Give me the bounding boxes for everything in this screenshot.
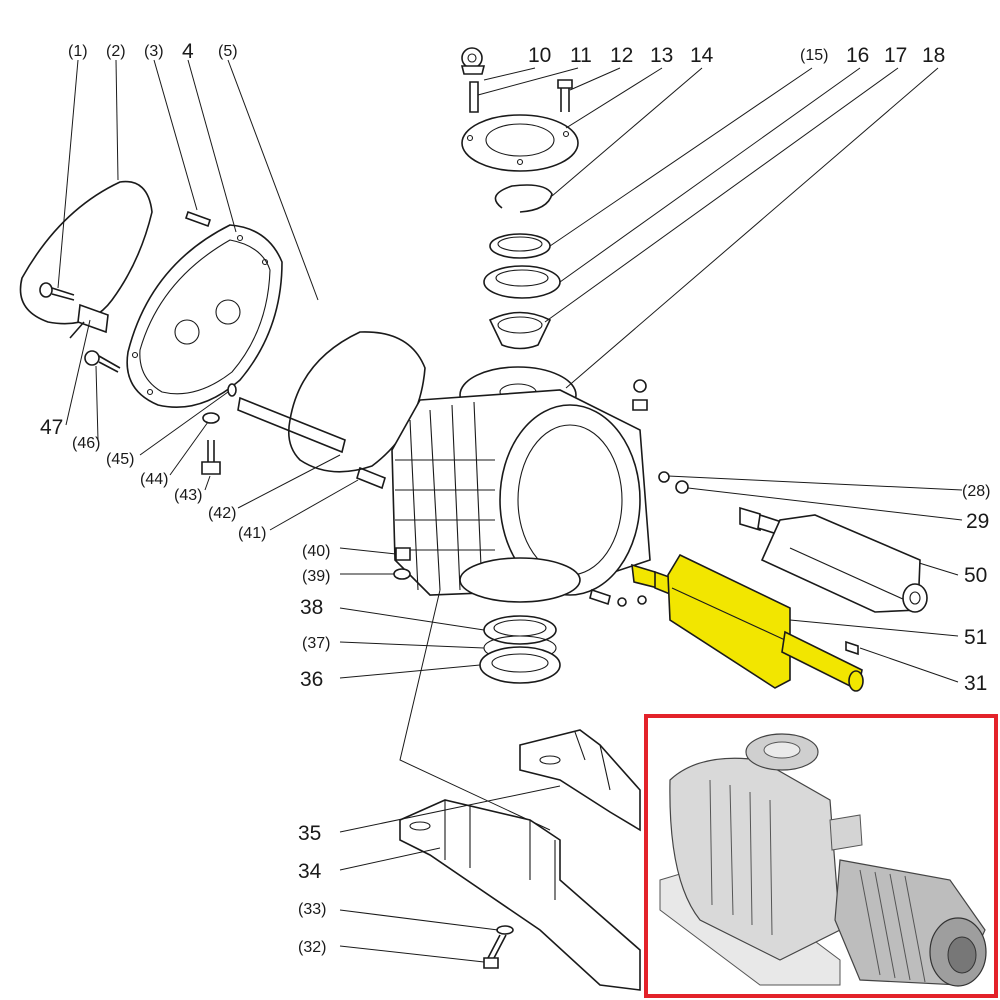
label-4: 4	[182, 40, 194, 63]
sleeve	[356, 466, 386, 490]
label-14: 14	[690, 44, 714, 67]
label-11: 11	[570, 44, 592, 67]
label-15: (15)	[800, 47, 828, 64]
label-13: 13	[650, 44, 673, 67]
label-17: 17	[884, 44, 907, 67]
label-35: 35	[298, 822, 321, 845]
nut-40	[395, 547, 411, 561]
side-gasket	[287, 331, 426, 473]
label-37: (37)	[302, 635, 330, 652]
eyebolt	[460, 47, 486, 75]
base-frame	[339, 729, 641, 991]
label-12: 12	[610, 44, 633, 67]
label-10: 10	[528, 44, 551, 67]
label-40: (40)	[302, 543, 330, 560]
rotor-51-highlighted	[631, 553, 864, 692]
stud	[469, 81, 479, 113]
label-39: (39)	[302, 568, 330, 585]
rotor-50	[739, 506, 928, 613]
washer-28	[658, 471, 670, 483]
pump-housing	[339, 379, 963, 831]
label-28: (28)	[962, 483, 990, 500]
plug-29	[675, 480, 689, 494]
label-16: 16	[846, 44, 869, 67]
label-45: (45)	[106, 451, 134, 468]
washer-33	[496, 925, 514, 935]
hex-screw	[84, 350, 121, 373]
label-2: (2)	[106, 43, 126, 60]
label-3: (3)	[144, 43, 164, 60]
label-34: 34	[298, 860, 322, 883]
inlet-flange-assembly	[459, 47, 939, 424]
label-43: (43)	[174, 487, 202, 504]
part-number-labels: (1) (2) (3) 4 (5) 10 11 12 13 14 (15) 16…	[40, 40, 990, 956]
end-cover-plate	[126, 224, 283, 408]
washer-39	[393, 568, 411, 580]
key-31	[845, 640, 859, 656]
assembled-pump-inset	[644, 714, 998, 998]
circlip	[494, 184, 553, 213]
guide-rod	[237, 396, 346, 454]
label-1: (1)	[68, 43, 88, 60]
label-50: 50	[964, 564, 987, 587]
label-31: 31	[964, 672, 987, 695]
label-41: (41)	[238, 525, 266, 542]
bolt-32	[483, 934, 507, 969]
label-47: 47	[40, 416, 63, 439]
label-44: (44)	[140, 471, 168, 488]
inlet-screen	[488, 311, 552, 350]
bolt	[557, 79, 573, 112]
label-33: (33)	[298, 901, 326, 918]
end-cover-assembly	[19, 59, 426, 531]
label-32: (32)	[298, 939, 326, 956]
dowel-pin	[184, 210, 212, 228]
locking-pin	[69, 303, 109, 339]
centering-ring	[483, 265, 561, 299]
label-51: 51	[964, 626, 987, 649]
inlet-flange	[461, 114, 579, 172]
cover-gasket	[19, 180, 153, 325]
label-46: (46)	[72, 435, 100, 452]
label-29: 29	[966, 510, 989, 533]
o-ring	[227, 383, 237, 397]
label-42: (42)	[208, 505, 236, 522]
screw	[39, 282, 75, 301]
washer	[202, 412, 220, 424]
label-36: 36	[300, 668, 323, 691]
label-38: 38	[300, 596, 323, 619]
label-18: 18	[922, 44, 945, 67]
hex-nut	[201, 440, 221, 475]
label-5: (5)	[218, 43, 238, 60]
